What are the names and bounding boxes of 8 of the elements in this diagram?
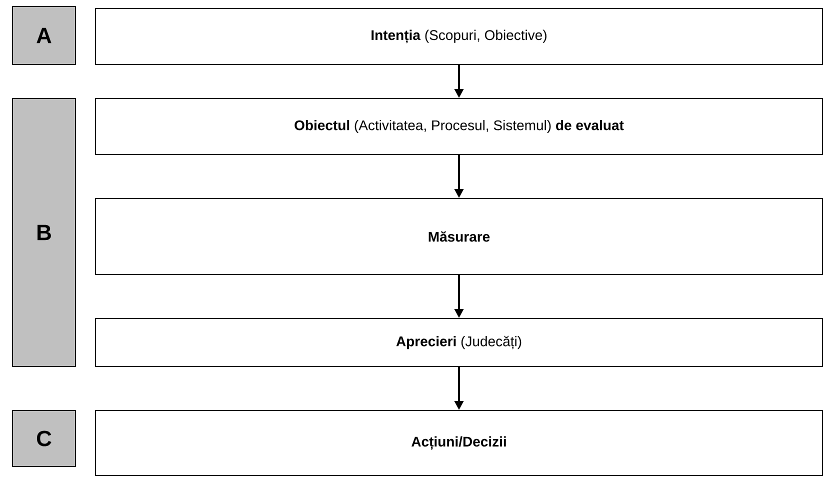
step-box: Aprecieri (Judecăți)	[95, 318, 823, 367]
step-box: Intenția (Scopuri, Obiective)	[95, 8, 823, 65]
letter-box: A	[12, 6, 76, 65]
step-box: Acțiuni/Decizii	[95, 410, 823, 476]
letter-box: C	[12, 410, 76, 467]
step-box: Măsurare	[95, 198, 823, 275]
step-box: Obiectul (Activitatea, Procesul, Sistemul) de evaluat	[95, 98, 823, 155]
letter-box: B	[12, 98, 76, 367]
